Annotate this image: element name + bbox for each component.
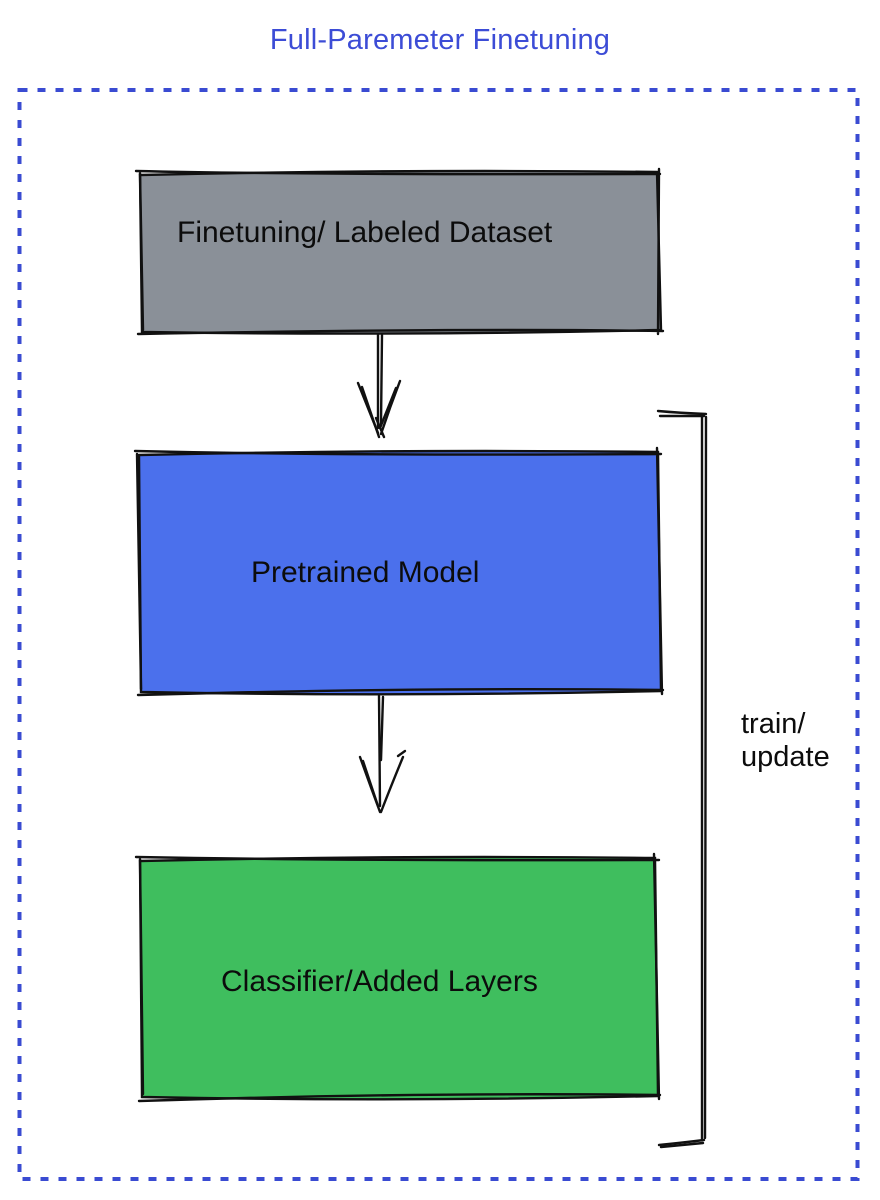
diagram-title: Full-Paremeter Finetuning: [269, 24, 611, 56]
pretrained-model-box: [133, 446, 665, 697]
pretrained-model-box-label: Pretrained Model: [251, 556, 480, 589]
classifier-box-label: Classifier/Added Layers: [221, 965, 538, 998]
dataset-box: [134, 167, 665, 336]
train-update-label: train/ update: [741, 708, 830, 773]
train-update-bracket: [656, 409, 708, 1149]
dataset-box-label: Finetuning/ Labeled Dataset: [177, 216, 553, 249]
arrow-dataset-to-model: [356, 332, 402, 439]
dotted-boundary: [17, 88, 860, 1181]
classifier-box: [134, 852, 662, 1103]
arrow-model-to-classifier: [358, 694, 407, 814]
